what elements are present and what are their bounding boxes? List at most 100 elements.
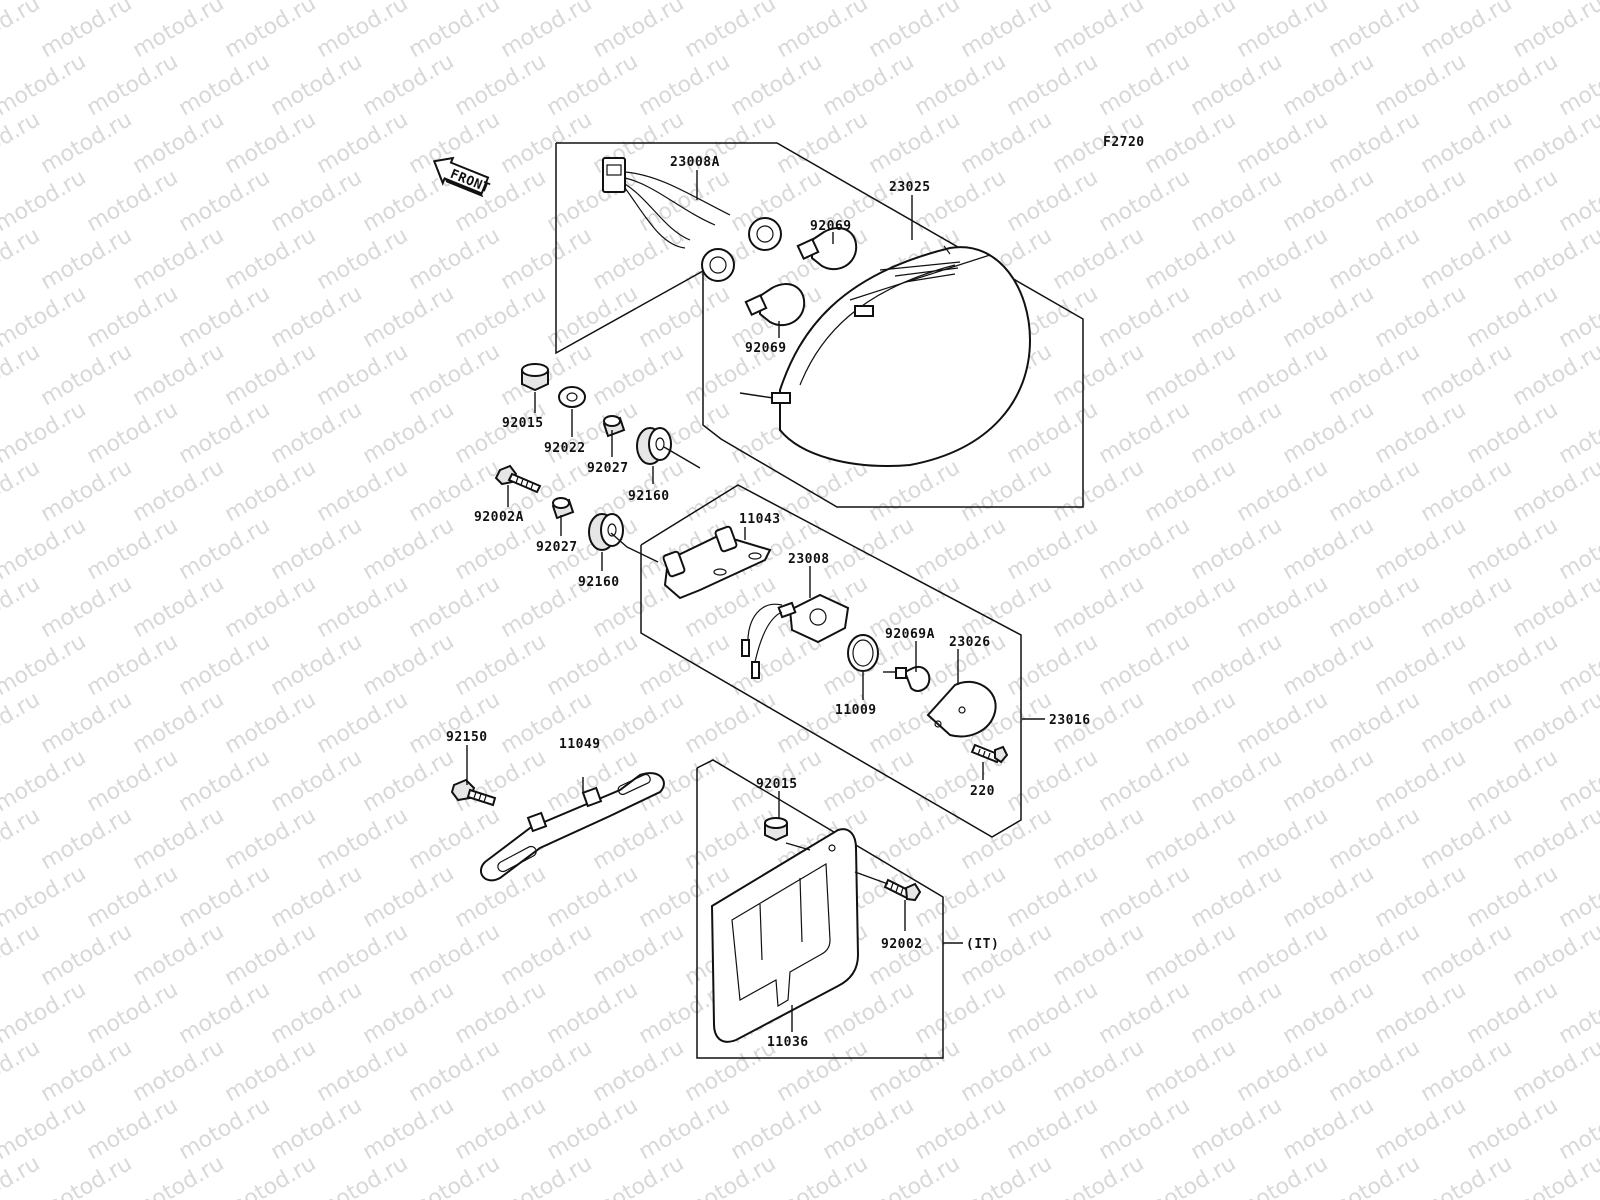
watermark-text: motod.ru <box>359 861 459 933</box>
watermark-text: motod.ru <box>359 397 459 469</box>
label-11049: 11049 <box>559 737 601 752</box>
watermark-text: motod.ru <box>267 513 367 585</box>
watermark-text: motod.ru <box>1187 513 1287 585</box>
watermark-text: motod.ru <box>1279 281 1379 353</box>
watermark-text: motod.ru <box>1279 49 1379 121</box>
label-92069-bottom: 92069 <box>745 341 787 356</box>
watermark-text: motod.ru <box>957 571 1057 643</box>
license-plate-holder-11036 <box>710 828 860 1043</box>
watermark-text: motod.ru <box>497 919 597 991</box>
watermark-text: motod.ru <box>957 107 1057 179</box>
watermark-text: motod.ru <box>267 629 367 701</box>
watermark-text: motod.ru <box>0 0 44 63</box>
watermark-text: motod.ru <box>589 1151 689 1200</box>
watermark-text: motod.ru <box>37 803 137 875</box>
watermark-text: motod.ru <box>1371 977 1471 1049</box>
watermark-text: motod.ru <box>129 107 229 179</box>
watermark-text: motod.ru <box>175 977 275 1049</box>
watermark-text: motod.ru <box>37 339 137 411</box>
watermark-text: motod.ru <box>635 629 735 701</box>
watermark-text: motod.ru <box>1279 397 1379 469</box>
watermark-text: motod.ru <box>1233 455 1333 527</box>
watermark-text: motod.ru <box>1509 107 1600 179</box>
watermark-text: motod.ru <box>1187 397 1287 469</box>
watermark-text: motod.ru <box>1095 397 1195 469</box>
watermark-text: motod.ru <box>865 803 965 875</box>
watermark-text: motod.ru <box>313 455 413 527</box>
watermark-text: motod.ru <box>221 107 321 179</box>
watermark-text: motod.ru <box>451 977 551 1049</box>
watermark-text: motod.ru <box>1509 1151 1600 1200</box>
watermark-text: motod.ru <box>405 919 505 991</box>
label-11043: 11043 <box>739 512 781 527</box>
watermark-text: motod.ru <box>1141 571 1241 643</box>
watermark-text: motod.ru <box>1187 281 1287 353</box>
bulb-92069a <box>895 666 931 692</box>
watermark-text: motod.ru <box>1095 281 1195 353</box>
watermark-text: motod.ru <box>635 281 735 353</box>
leader-lines <box>466 170 1045 1032</box>
watermark-text: motod.ru <box>911 165 1011 237</box>
bolt-92002 <box>883 878 922 902</box>
label-92027-bottom: 92027 <box>536 540 578 555</box>
watermark-text: motod.ru <box>313 1151 413 1200</box>
watermark-text: motod.ru <box>405 339 505 411</box>
watermark-text: motod.ru <box>497 0 597 63</box>
watermark-text: motod.ru <box>1509 455 1600 527</box>
watermark-text: motod.ru <box>1325 455 1425 527</box>
washer-92022 <box>558 386 586 408</box>
watermark-text: motod.ru <box>221 687 321 759</box>
label-11009: 11009 <box>835 703 877 718</box>
watermark-text: motod.ru <box>497 1035 597 1107</box>
watermark-text: motod.ru <box>1141 107 1241 179</box>
watermark-text: motod.ru <box>1279 977 1379 1049</box>
watermark-text: motod.ru <box>1003 49 1103 121</box>
watermark-text: motod.ru <box>129 687 229 759</box>
watermark-text: motod.ru <box>267 397 367 469</box>
watermark-text: motod.ru <box>37 223 137 295</box>
watermark-text: motod.ru <box>359 629 459 701</box>
license-lamp-assembly-frame <box>640 484 1022 838</box>
watermark-text: motod.ru <box>1371 165 1471 237</box>
license-bracket-11049 <box>480 772 665 882</box>
lamp-socket-23008 <box>741 593 850 679</box>
watermark-text: motod.ru <box>175 513 275 585</box>
watermark-text: motod.ru <box>865 919 965 991</box>
watermark-text: motod.ru <box>175 861 275 933</box>
watermark-text: motod.ru <box>83 513 183 585</box>
watermark-text: motod.ru <box>635 0 735 5</box>
collar-92027-lower <box>551 497 575 520</box>
label-92027-top: 92027 <box>587 461 629 476</box>
watermark-text: motod.ru <box>313 571 413 643</box>
watermark-text: motod.ru <box>1463 1093 1563 1165</box>
watermark-text: motod.ru <box>1233 223 1333 295</box>
watermark-text: motod.ru <box>221 1035 321 1107</box>
watermark-text: motod.ru <box>819 513 919 585</box>
label-92160-top: 92160 <box>628 489 670 504</box>
watermark-text: motod.ru <box>129 0 229 63</box>
watermark-text: motod.ru <box>1463 977 1563 1049</box>
watermark-text: motod.ru <box>1371 397 1471 469</box>
watermark-text: motod.ru <box>635 1093 735 1165</box>
bracket-11043 <box>662 525 772 600</box>
watermark-text: motod.ru <box>957 1035 1057 1107</box>
watermark-text: motod.ru <box>1003 629 1103 701</box>
watermark-text: motod.ru <box>1233 1035 1333 1107</box>
watermark-text: motod.ru <box>1003 745 1103 817</box>
watermark-text: motod.ru <box>1233 803 1333 875</box>
watermark-text: motod.ru <box>543 49 643 121</box>
watermark-text: motod.ru <box>1509 339 1600 411</box>
bolt-92002a <box>494 464 542 494</box>
label-23025: 23025 <box>889 180 931 195</box>
watermark-text: motod.ru <box>1325 803 1425 875</box>
watermark-text: motod.ru <box>1187 977 1287 1049</box>
watermark-text: motod.ru <box>267 281 367 353</box>
watermark-text: motod.ru <box>175 281 275 353</box>
watermark-text: motod.ru <box>0 745 90 817</box>
watermark-text: motod.ru <box>405 1035 505 1107</box>
watermark-text: motod.ru <box>1417 455 1517 527</box>
watermark-text: motod.ru <box>83 49 183 121</box>
watermark-text: motod.ru <box>1095 861 1195 933</box>
nut-92015-upper <box>521 362 549 392</box>
part-number-labels: 23008A 23025 92069 92069 92015 92022 920… <box>446 155 1090 1050</box>
